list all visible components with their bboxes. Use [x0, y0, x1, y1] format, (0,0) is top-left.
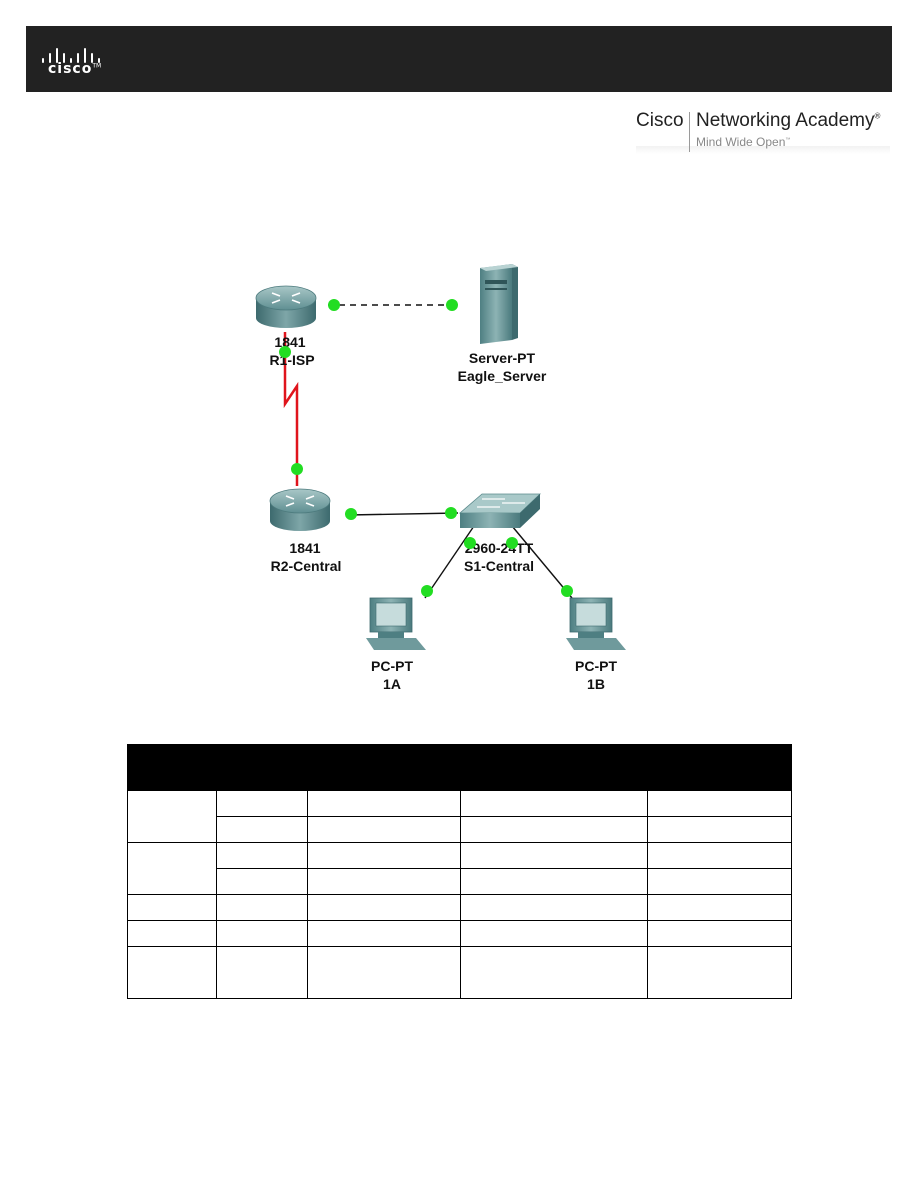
table-row [127, 920, 793, 947]
table-cell [216, 946, 308, 999]
r1-model-label: 1841 [274, 334, 305, 350]
network-topology: 1841 R1-ISP Server-PT Eagle_Server 1841 … [255, 264, 626, 692]
server-eagle[interactable]: Server-PT Eagle_Server [458, 264, 547, 384]
link-dot [328, 299, 340, 311]
cisco-bars-icon [40, 41, 104, 63]
table-row [128, 816, 793, 843]
link-dot [445, 507, 457, 519]
link-dot [464, 537, 476, 549]
server-model-label: Server-PT [469, 350, 536, 366]
pc1a-name-label: 1A [383, 676, 401, 692]
table-cell [307, 946, 461, 999]
academy-company: Cisco [636, 110, 684, 131]
table-cell [127, 842, 217, 895]
table-row [127, 946, 793, 999]
header-banner: ciscoTM [26, 26, 892, 92]
router-r2-central[interactable]: 1841 R2-Central [269, 488, 342, 574]
table-cell [459, 946, 649, 999]
server-icon [480, 264, 518, 344]
link-s1-pc1b [511, 525, 573, 599]
table-cell [307, 894, 461, 921]
link-dot [506, 537, 518, 549]
table-cell [647, 894, 793, 921]
table-cell [127, 894, 217, 921]
table-cell [307, 790, 461, 817]
table-cell [647, 842, 793, 869]
table-cell [647, 790, 793, 817]
s1-name-label: S1-Central [464, 558, 534, 574]
link-r1-r2-serial [283, 332, 299, 486]
table-cell [127, 920, 217, 947]
table-cell [307, 868, 461, 895]
table-header-cell [215, 744, 649, 791]
table-cell [216, 894, 308, 921]
academy-name: Networking Academy® [696, 110, 881, 131]
academy-tagline: Mind Wide Open™ [696, 135, 791, 149]
link-dot [421, 585, 433, 597]
table-header-cell [127, 744, 217, 791]
academy-logo: Cisco Networking Academy® Mind Wide Open… [636, 108, 890, 154]
table-cell [459, 790, 649, 817]
router-icon [255, 285, 317, 328]
table-cell [216, 920, 308, 947]
pc-icon [566, 597, 626, 650]
link-dot [291, 463, 303, 475]
link-dot [446, 299, 458, 311]
switch-icon [458, 493, 542, 528]
r2-model-label: 1841 [289, 540, 320, 556]
link-s1-pc1a [424, 525, 475, 599]
table-cell [307, 920, 461, 947]
cisco-wordmark: ciscoTM [48, 61, 102, 77]
table-cell [647, 816, 793, 843]
link-status-dots [279, 299, 573, 597]
link-r2-s1 [347, 512, 459, 516]
table-cell [459, 920, 649, 947]
table-cell [307, 842, 461, 869]
link-dot [279, 346, 291, 358]
table-cell [459, 816, 649, 843]
table-cell [459, 894, 649, 921]
pc-1a[interactable]: PC-PT 1A [366, 597, 426, 692]
table-row [127, 842, 793, 895]
table-cell [216, 790, 308, 817]
table-cell [127, 946, 217, 999]
table-cell [459, 868, 649, 895]
table-cell [307, 816, 461, 843]
table-row [127, 790, 793, 843]
table-cell [216, 842, 308, 869]
pc1b-model-label: PC-PT [575, 658, 617, 674]
router-icon [269, 488, 331, 531]
table-cell [647, 920, 793, 947]
table-cell [127, 790, 217, 843]
server-name-label: Eagle_Server [458, 368, 547, 384]
table-cell [647, 868, 793, 895]
link-dot [345, 508, 357, 520]
table-cell [216, 868, 308, 895]
router-r1-isp[interactable]: 1841 R1-ISP [255, 285, 317, 368]
table-row [128, 868, 793, 895]
table-header-row [127, 744, 793, 791]
cisco-logo: ciscoTM [40, 41, 104, 81]
table-cell [459, 842, 649, 869]
table-cell [216, 816, 308, 843]
table-cell [647, 946, 793, 999]
pc-1b[interactable]: PC-PT 1B [566, 597, 626, 692]
addressing-table [127, 744, 793, 999]
r2-name-label: R2-Central [271, 558, 342, 574]
link-dot [561, 585, 573, 597]
r1-name-label: R1-ISP [269, 352, 314, 368]
pc1a-model-label: PC-PT [371, 658, 413, 674]
table-header-cell [647, 744, 793, 791]
pc-icon [366, 597, 426, 650]
pc1b-name-label: 1B [587, 676, 605, 692]
switch-s1-central[interactable]: 2960-24TT S1-Central [458, 493, 542, 574]
academy-divider [689, 112, 690, 152]
table-row [127, 894, 793, 921]
